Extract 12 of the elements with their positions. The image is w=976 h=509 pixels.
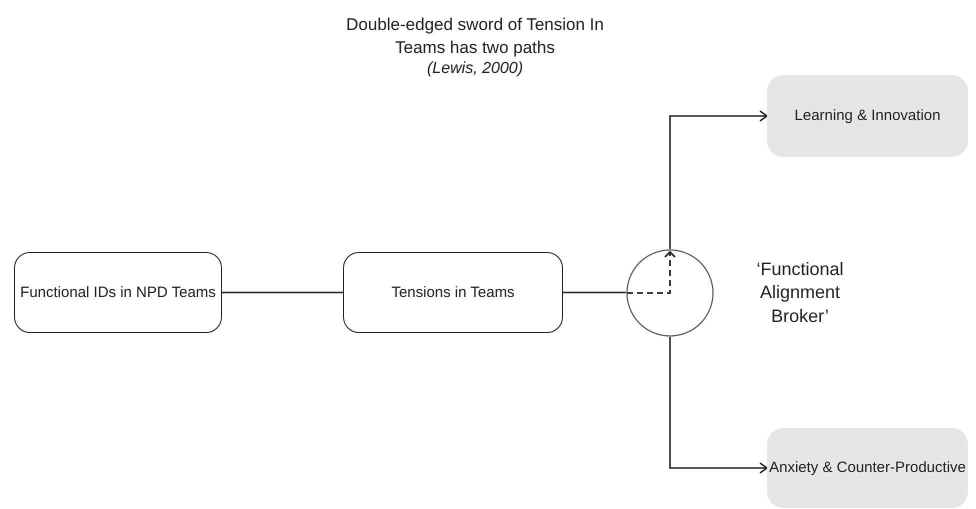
circle-node — [626, 249, 714, 337]
citation: (Lewis, 2000) — [426, 60, 524, 78]
arrow — [669, 337, 768, 474]
process-box: Tensions in Teams — [343, 252, 563, 333]
outcome-box: Anxiety & Counter-Productive — [767, 428, 968, 508]
title: Double-edged sword of Tension In Teams has two paths — [345, 14, 605, 59]
process-box: Functional IDs in NPD Teams — [14, 252, 222, 333]
outcome-box: Learning & Innovation — [767, 75, 968, 157]
connector-line — [222, 292, 343, 294]
node-caption: ‘Functional Alignment Broker’ — [755, 258, 845, 328]
connector-line — [563, 292, 626, 294]
arrow — [669, 110, 768, 249]
